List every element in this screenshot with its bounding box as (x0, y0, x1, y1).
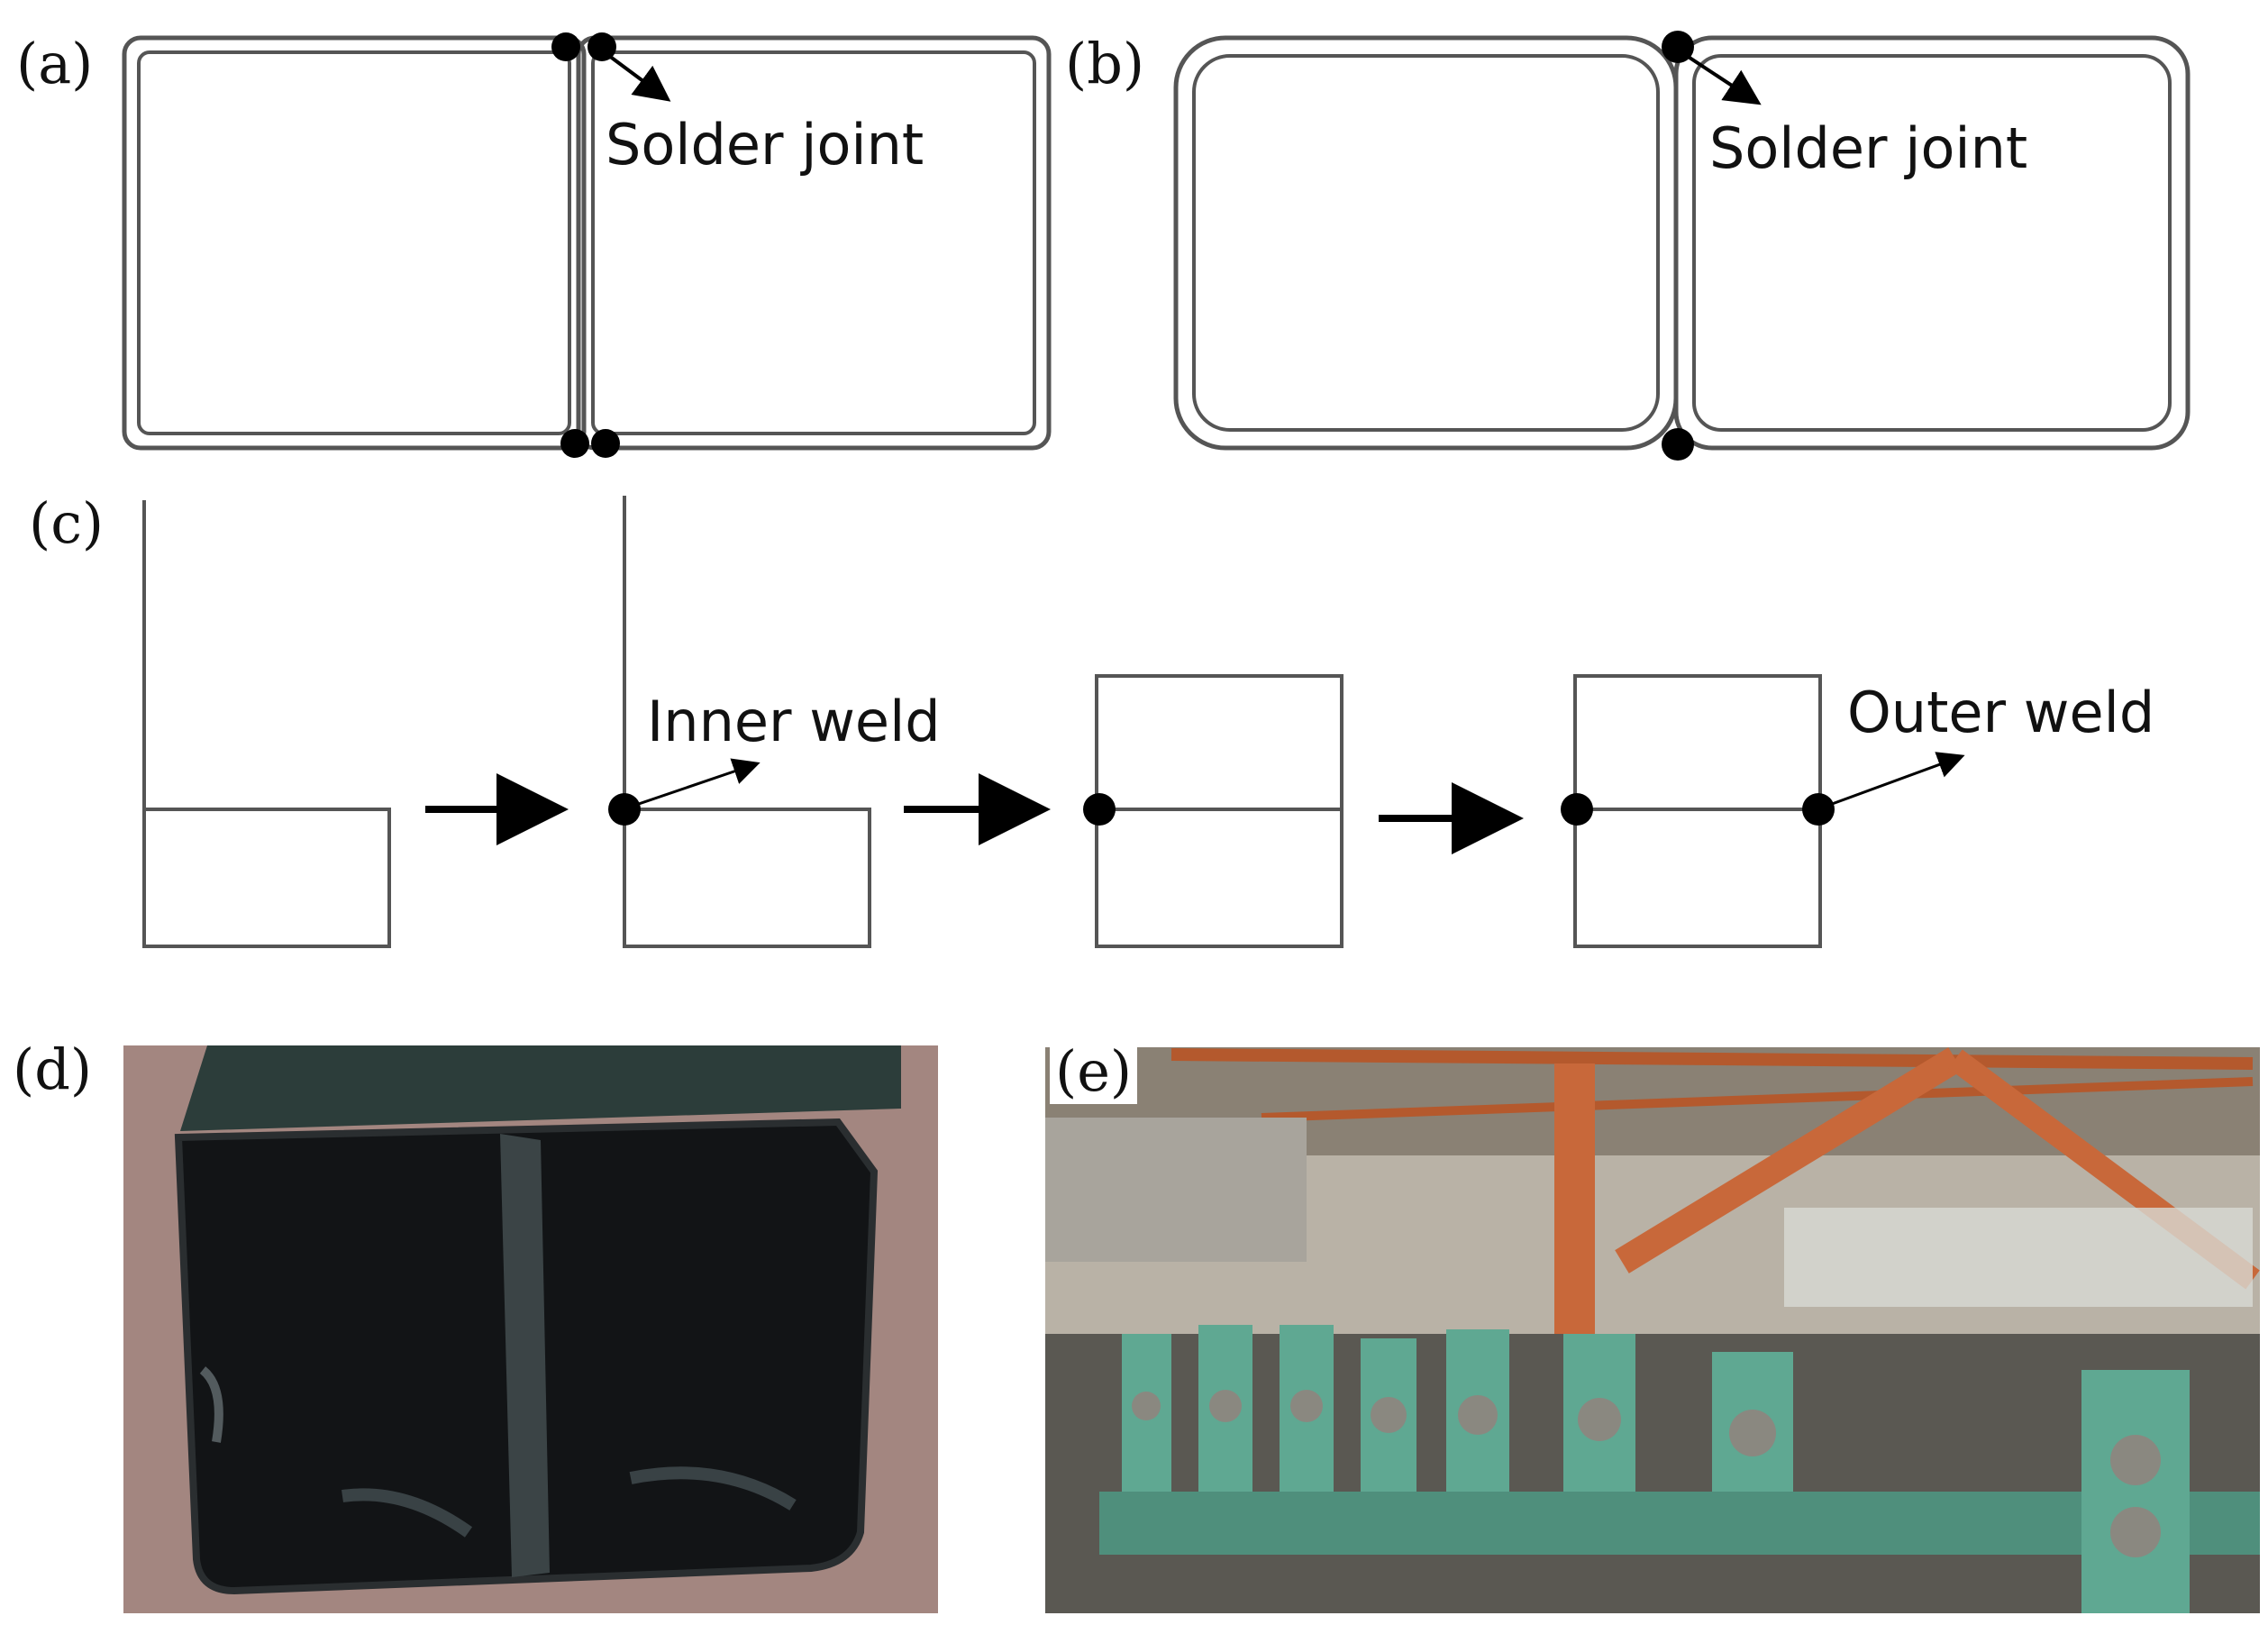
label-background (599, 108, 1023, 180)
right-cell-outer (576, 35, 1052, 451)
panel-a: (a) Solder joint (16, 31, 1052, 458)
roller (1458, 1395, 1498, 1435)
machine-bed (1099, 1492, 2260, 1555)
right-cell-inner (1692, 54, 2172, 432)
inner-weld-label: Inner weld (647, 689, 941, 754)
bottom-box (1095, 808, 1343, 948)
panel-b-label: (b) (1065, 31, 1144, 96)
tube-highlight (199, 1366, 223, 1443)
panel-d-photo (123, 1045, 938, 1613)
panel-d-label: (d) (13, 1036, 93, 1102)
inner-weld-arrow (630, 758, 761, 808)
solder-joint-label: Solder joint (606, 112, 924, 178)
solder-dot (591, 429, 620, 458)
top-box (1095, 674, 1343, 811)
panel-c-label: (c) (29, 490, 104, 556)
tube-highlight (629, 1466, 797, 1511)
roof-beam (1170, 1048, 2254, 1070)
roller (1578, 1398, 1621, 1441)
panel-e-label: (e) (1050, 1038, 1138, 1104)
solder-dot (1662, 428, 1694, 461)
roller (1371, 1397, 1407, 1433)
solder-joint-arrow (1680, 50, 1762, 105)
right-cell-inner (591, 50, 1036, 435)
weld-dot (1083, 793, 1116, 826)
solder-joint-arrow (600, 49, 671, 102)
top-box (1573, 674, 1822, 811)
roller-stands (1122, 1325, 2190, 1613)
weld-dot (1561, 793, 1593, 826)
solder-dot (551, 32, 580, 61)
bottom-box (142, 808, 391, 948)
solder-dot (560, 429, 589, 458)
outer-weld-label: Outer weld (1847, 680, 2154, 745)
tube-top (180, 1045, 901, 1131)
tube-highlight (342, 1488, 473, 1538)
panel-b: (b) Solder joint (1065, 31, 2191, 461)
left-cell-inner (1192, 54, 1660, 432)
roller (2110, 1507, 2161, 1557)
panel-a-label: (a) (16, 31, 93, 96)
label-background (1703, 112, 2136, 184)
right-cell-outer (1673, 35, 2191, 451)
outer-weld-arrow (1824, 752, 1965, 808)
window-strip (1784, 1208, 2253, 1307)
bottom-box (1573, 808, 1822, 948)
solder-joint-label: Solder joint (1709, 115, 2027, 181)
tube-partition (500, 1134, 550, 1577)
concrete-block (1045, 1118, 1307, 1262)
outer-weld-dot (1802, 793, 1835, 826)
roof-beam (1261, 1077, 2254, 1122)
roller (2110, 1435, 2161, 1485)
roller (1209, 1390, 1242, 1422)
left-cell-outer (122, 35, 587, 451)
roller-stand (2081, 1370, 2190, 1613)
panel-c: (c) Inner weld Outer weld (29, 490, 2154, 948)
bottom-box (623, 808, 871, 948)
inner-weld-dot (608, 793, 641, 826)
orange-brace (1615, 1047, 1963, 1273)
left-cell-outer (1173, 35, 1679, 451)
roller (1290, 1390, 1323, 1422)
roller (1729, 1410, 1776, 1456)
roller (1132, 1392, 1161, 1420)
left-cell-inner (137, 50, 571, 435)
panel-e-photo (1045, 1047, 2260, 1613)
